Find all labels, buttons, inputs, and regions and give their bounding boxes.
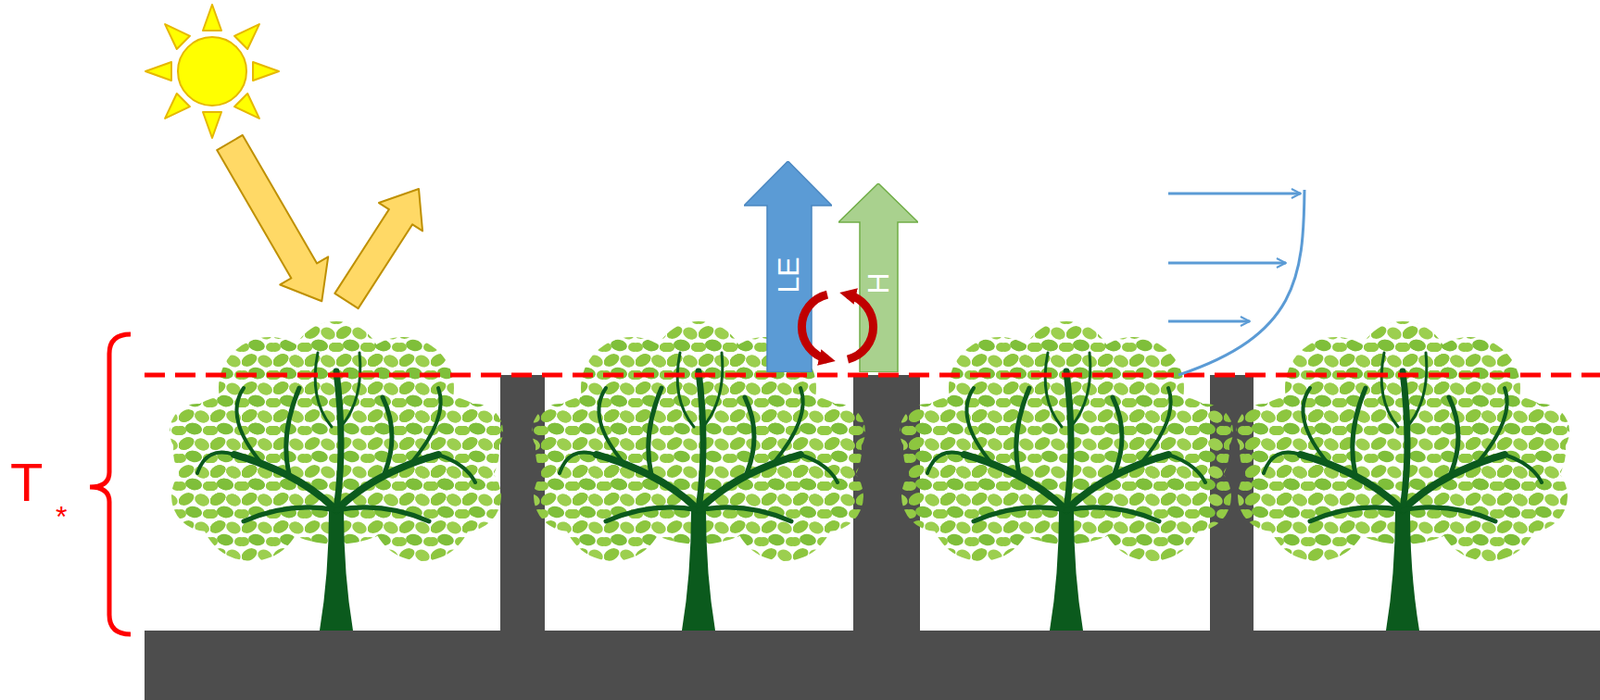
incoming-radiation-arrow xyxy=(205,128,346,315)
tree xyxy=(1235,321,1570,631)
wind-arrow xyxy=(1168,192,1301,196)
sun xyxy=(145,4,279,139)
turbulence-arc xyxy=(801,294,828,360)
sun-ray xyxy=(158,17,190,50)
sun-ray xyxy=(158,93,190,126)
sun-ray xyxy=(145,62,172,81)
radiation-arrow-shape xyxy=(205,128,346,315)
wind-arrow xyxy=(1168,262,1286,265)
temperature-symbol: T xyxy=(10,455,43,510)
canopy-layer-bracket xyxy=(89,334,131,635)
turbulent-mixing-symbol xyxy=(801,294,873,360)
sensible-heat-arrow: H xyxy=(838,183,919,373)
tree xyxy=(531,321,866,631)
arrow-shape xyxy=(838,183,919,373)
wind-profile-curve xyxy=(1178,189,1305,376)
sun-disc xyxy=(177,37,247,106)
arrow-shape xyxy=(743,161,832,373)
flux-label: LE xyxy=(773,256,804,293)
latent-heat-arrow: LE xyxy=(743,161,832,373)
wind-profile xyxy=(1168,189,1305,376)
wind-arrow xyxy=(1168,320,1250,324)
sun-ray xyxy=(234,93,266,126)
tree xyxy=(169,321,504,631)
flux-label: H xyxy=(863,272,894,294)
temperature-subscript: * xyxy=(55,502,67,532)
sun-ray xyxy=(252,62,279,81)
tree xyxy=(899,321,1234,631)
turbulence-arc xyxy=(847,294,874,360)
sun-ray xyxy=(202,112,222,139)
reflected-radiation-arrow xyxy=(324,175,441,315)
radiation-arrow-shape xyxy=(324,175,441,315)
sun-ray xyxy=(234,17,266,50)
ground-surface xyxy=(144,630,1600,700)
sun-ray xyxy=(202,4,222,31)
canopy-top-line xyxy=(144,373,1600,378)
